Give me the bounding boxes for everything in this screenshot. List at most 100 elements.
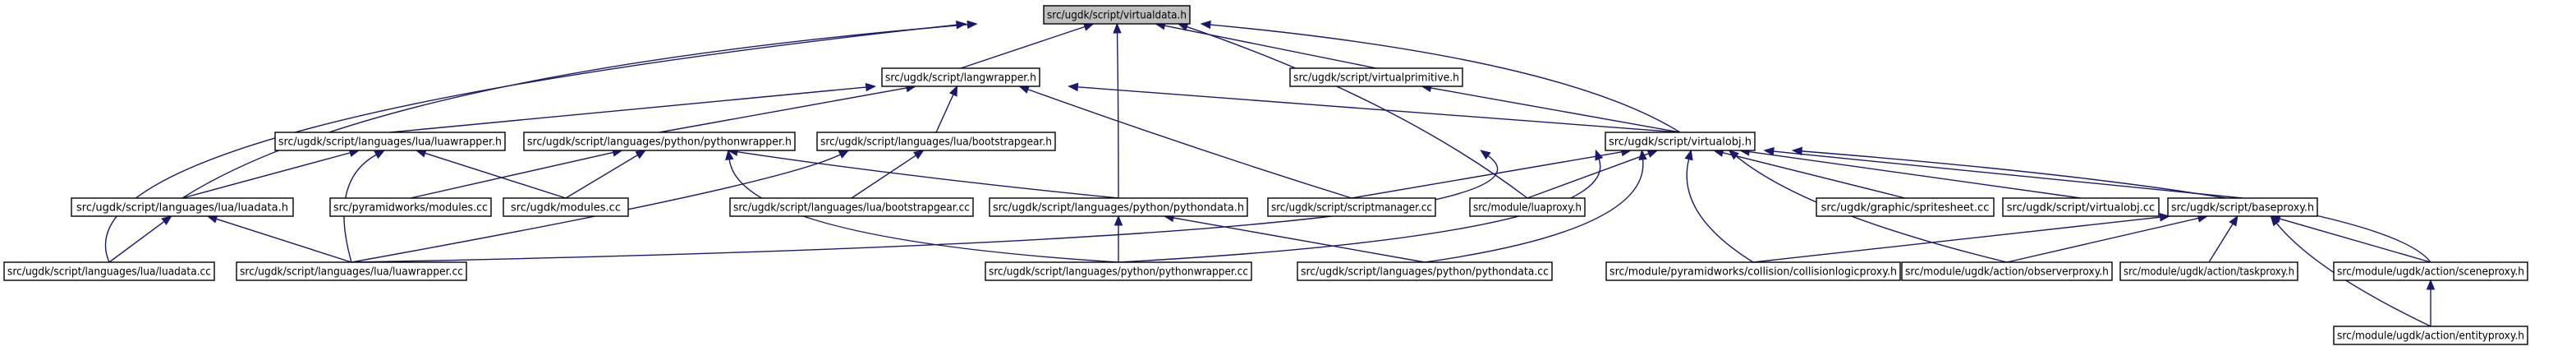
file-node-collisionlogicproxy-h[interactable]: src/module/pyramidworks/collision/collis… <box>1605 261 1901 281</box>
include-edge <box>1421 83 1681 133</box>
file-node-scriptmanager-cc[interactable]: src/ugdk/script/scriptmanager.cc <box>1267 197 1436 217</box>
include-edge <box>1118 149 1604 263</box>
file-node-luadata-h[interactable]: src/ugdk/script/languages/lua/luadata.h <box>71 197 294 217</box>
edge-arrowhead <box>1113 22 1122 34</box>
file-node-luaproxy-h[interactable]: src/module/luaproxy.h <box>1469 197 1586 217</box>
edge-arrowhead <box>1018 85 1030 94</box>
node-box <box>2167 197 2318 217</box>
file-node-baseproxy-h[interactable]: src/ugdk/script/baseproxy.h <box>2167 197 2318 217</box>
node-label: src/ugdk/script/languages/lua/bootstrapg… <box>820 136 1052 149</box>
file-node-virtualdata-h: src/ugdk/script/virtualdata.h <box>1043 5 1191 25</box>
edge-line <box>343 154 377 263</box>
file-node-observerproxy-h[interactable]: src/module/ugdk/action/observerproxy.h <box>1901 261 2113 281</box>
node-box <box>2002 197 2160 217</box>
include-edge <box>1684 149 1754 263</box>
edge-line <box>737 150 1119 199</box>
edge-line <box>216 218 352 263</box>
edge-line <box>1430 87 1681 133</box>
node-box <box>989 197 1248 217</box>
node-label: src/ugdk/script/languages/lua/luadata.cc <box>7 266 211 279</box>
edge-arrowhead <box>725 149 734 161</box>
include-edge <box>1200 20 1681 133</box>
edge-arrowhead <box>2159 213 2170 222</box>
file-node-pythondata-h[interactable]: src/ugdk/script/languages/python/pythond… <box>989 197 1248 217</box>
node-box <box>2333 326 2528 345</box>
file-node-bootstrapgear-h[interactable]: src/ugdk/script/languages/lua/bootstrapg… <box>816 132 1056 151</box>
edge-arrowhead <box>1646 150 1659 158</box>
node-label: src/ugdk/script/virtualobj.cc <box>2007 202 2155 215</box>
include-edge <box>1763 146 2243 199</box>
file-node-luadata-cc[interactable]: src/ugdk/script/languages/lua/luadata.cc <box>3 261 215 281</box>
edge-line <box>565 155 638 199</box>
edge-arrowhead <box>1200 20 1211 30</box>
include-edge <box>351 150 1499 263</box>
node-box <box>1605 261 1901 281</box>
edge-line <box>2006 217 2199 263</box>
file-node-pythonwrapper-h[interactable]: src/ugdk/script/languages/python/pythonw… <box>523 132 796 151</box>
include-edge <box>415 149 567 199</box>
file-node-sceneproxy-h[interactable]: src/module/ugdk/action/sceneproxy.h <box>2333 261 2528 281</box>
node-label: src/module/ugdk/action/entityproxy.h <box>2337 330 2524 343</box>
file-node-luawrapper-h[interactable]: src/ugdk/script/languages/lua/luawrapper… <box>274 132 506 151</box>
file-node-virtualobj-cc[interactable]: src/ugdk/script/virtualobj.cc <box>2002 197 2160 217</box>
edge-line <box>1173 217 1426 263</box>
include-edge <box>2208 215 2239 263</box>
node-box <box>1043 5 1191 25</box>
include-edge <box>1712 148 1906 199</box>
include-edge <box>1752 213 2170 263</box>
file-node-spritesheet-cc[interactable]: src/ugdk/graphic/spritesheet.cc <box>1816 197 1995 217</box>
include-edge <box>960 22 1095 69</box>
file-node-ugdk-modules-cc[interactable]: src/ugdk/modules.cc <box>503 197 629 217</box>
edge-arrowhead <box>913 150 925 159</box>
node-label: src/ugdk/script/languages/python/pythonw… <box>527 136 792 149</box>
include-edge <box>2006 214 2209 263</box>
file-node-virtualobj-h[interactable]: src/ugdk/script/virtualobj.h <box>1605 132 1756 151</box>
node-box <box>816 132 1056 151</box>
edge-line <box>1210 24 1681 133</box>
node-box <box>2119 261 2298 281</box>
node-box <box>1605 132 1756 151</box>
edge-arrowhead <box>1595 149 1604 161</box>
edge-arrowhead <box>374 150 386 159</box>
node-label: src/ugdk/script/scriptmanager.cc <box>1271 202 1432 215</box>
edge-line <box>351 155 1499 263</box>
node-label: src/ugdk/script/languages/lua/bootstrapg… <box>733 202 970 215</box>
node-box <box>1901 261 2113 281</box>
node-label: src/module/luaproxy.h <box>1473 202 1582 215</box>
edge-arrowhead <box>1791 146 1802 156</box>
include-edge <box>1177 22 1528 199</box>
file-node-pyramidworks-modules-cc[interactable]: src/pyramidworks/modules.cc <box>329 197 492 217</box>
node-box <box>236 261 467 281</box>
include-edge <box>565 150 647 199</box>
include-edge <box>181 148 360 199</box>
edge-arrowhead <box>1114 215 1123 226</box>
node-box <box>1297 261 1553 281</box>
edge-line <box>1527 153 1650 199</box>
include-edge <box>1113 22 1122 199</box>
file-node-langwrapper-h[interactable]: src/ugdk/script/langwrapper.h <box>881 67 1040 87</box>
node-label: src/ugdk/script/virtualprimitive.h <box>1293 72 1459 85</box>
file-node-virtualprimitive-h[interactable]: src/ugdk/script/virtualprimitive.h <box>1289 67 1463 87</box>
file-node-taskproxy-h[interactable]: src/module/ugdk/action/taskproxy.h <box>2119 261 2298 281</box>
edge-line <box>659 87 907 133</box>
edge-arrowhead <box>1728 150 1739 160</box>
node-label: src/module/ugdk/action/sceneproxy.h <box>2337 266 2524 279</box>
file-node-pythonwrapper-cc[interactable]: src/ugdk/script/languages/python/pythonw… <box>985 261 1252 281</box>
include-edge <box>1351 147 1632 199</box>
file-node-luawrapper-cc[interactable]: src/ugdk/script/languages/lua/luawrapper… <box>236 261 467 281</box>
include-edge <box>1163 213 1426 263</box>
file-node-entityproxy-h[interactable]: src/module/ugdk/action/entityproxy.h <box>2333 326 2528 345</box>
node-label: src/module/ugdk/action/observerproxy.h <box>1905 266 2109 279</box>
edge-line <box>1748 150 2082 199</box>
edge-line <box>1773 150 2243 199</box>
file-node-pythondata-cc[interactable]: src/ugdk/script/languages/python/pythond… <box>1297 261 1553 281</box>
file-node-bootstrapgear-cc[interactable]: src/ugdk/script/languages/lua/bootstrapg… <box>729 197 974 217</box>
node-box <box>2333 261 2528 281</box>
node-label: src/ugdk/script/languages/lua/luawrapper… <box>240 266 463 279</box>
edge-arrowhead <box>1763 146 1775 156</box>
node-box <box>1816 197 1995 217</box>
include-edge <box>725 149 1119 263</box>
node-box <box>503 197 629 217</box>
edge-line <box>389 86 866 133</box>
